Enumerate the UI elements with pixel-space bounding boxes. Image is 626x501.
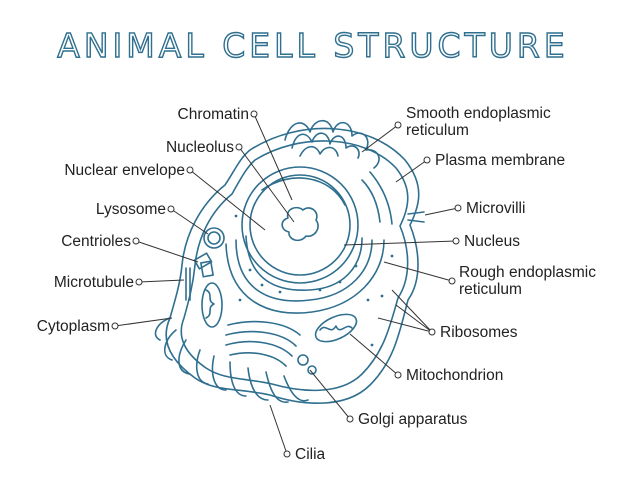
- nucleus-inner: [249, 174, 351, 276]
- label-rough-er-line1: Rough endoplasmic: [459, 264, 597, 281]
- label-cilia: Cilia: [295, 446, 326, 463]
- nucleus-outer: [241, 166, 359, 284]
- label-nucleus: Nucleus: [464, 233, 520, 250]
- centriole-b: [200, 260, 214, 278]
- leader-lines: [114, 113, 459, 455]
- centriole-a: [193, 252, 213, 270]
- nuclear-pore-arc: [261, 177, 346, 206]
- label-smooth-er-line2: reticulum: [406, 122, 469, 139]
- label-cytoplasm: Cytoplasm: [36, 318, 110, 335]
- golgi-apparatus: [227, 320, 301, 336]
- label-smooth-er: Smooth endoplasmic reticulum: [406, 105, 551, 139]
- label-rough-er-line2: reticulum: [459, 281, 522, 298]
- label-golgi-apparatus: Golgi apparatus: [358, 411, 468, 428]
- mitochondrion-right: [314, 313, 358, 343]
- label-chromatin: Chromatin: [177, 106, 250, 123]
- cilia: [154, 317, 309, 403]
- mitochondrion-left: [201, 282, 223, 328]
- label-microvilli: Microvilli: [466, 200, 526, 217]
- plasma-membrane: [165, 127, 420, 404]
- label-lysosome: Lysosome: [95, 201, 166, 218]
- plasma-membrane-inner: [180, 140, 409, 392]
- label-mitochondrion: Mitochondrion: [406, 367, 504, 384]
- nucleolus: [281, 206, 319, 242]
- lysosome: [203, 227, 225, 249]
- microvilli: [407, 211, 425, 223]
- leader-endpoints: [111, 110, 462, 458]
- label-plasma-membrane: Plasma membrane: [435, 152, 566, 169]
- label-smooth-er-line1: Smooth endoplasmic: [406, 105, 551, 122]
- ribosomes: [234, 214, 394, 347]
- label-centrioles: Centrioles: [61, 233, 131, 250]
- diagram-title: ANIMAL CELL STRUCTURE: [57, 25, 569, 65]
- label-nuclear-envelope: Nuclear envelope: [64, 162, 185, 179]
- label-ribosomes: Ribosomes: [440, 324, 518, 341]
- rough-er: [235, 239, 373, 302]
- smooth-er: [284, 119, 380, 169]
- microtubule: [185, 267, 191, 301]
- label-rough-er: Rough endoplasmic reticulum: [459, 264, 596, 298]
- label-microtubule: Microtubule: [53, 274, 134, 291]
- label-nucleolus: Nucleolus: [165, 139, 234, 156]
